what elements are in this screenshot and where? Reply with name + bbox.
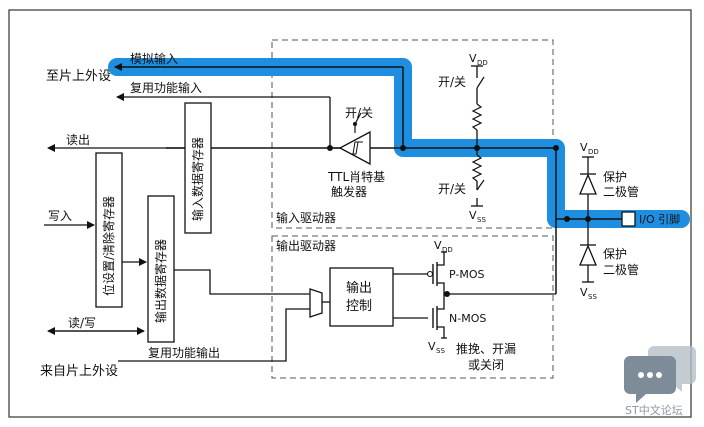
io-pin-label: I/O 引脚 (639, 212, 680, 226)
protection-diode-bottom-icon (579, 219, 597, 283)
forum-watermark: ST中文论坛 (624, 346, 696, 417)
output-data-register (147, 195, 175, 343)
schmitt-trigger-icon (338, 130, 371, 166)
bit-set-reset-register-label: 位设置/清除寄存器 (101, 196, 116, 296)
nmos-label: N-MOS (449, 312, 486, 325)
svg-text:SS: SS (588, 293, 597, 301)
output-control-block (329, 267, 394, 327)
junction-dot (327, 145, 333, 151)
input-driver-box (271, 39, 554, 229)
input-data-register-label: 输入数据寄存器 (190, 137, 205, 221)
protect-diode-bottom-label: 保护 (603, 247, 627, 261)
pulldown-resistor-icon (471, 148, 485, 207)
analog-input-label: 模拟输入 (130, 51, 178, 66)
protect-diode-bottom-label-2: 二极管 (603, 262, 639, 277)
svg-text:V: V (434, 239, 442, 252)
output-driver-box (271, 235, 554, 379)
input-driver-label: 输入驱动器 (276, 210, 336, 225)
svg-text:V: V (469, 209, 477, 222)
svg-text:DD: DD (588, 148, 599, 156)
junction-dot (444, 291, 450, 297)
hysteresis-icon (351, 141, 363, 155)
chat-bubble-icon (624, 356, 676, 403)
protection-diode-top-icon (579, 156, 597, 219)
vss-protect-label: V SS (580, 286, 597, 301)
read-write-label: 读/写 (68, 316, 96, 330)
watermark-text: ST中文论坛 (625, 403, 683, 417)
protect-diode-top-label-2: 二极管 (603, 184, 639, 199)
svg-text:V: V (580, 141, 588, 154)
pmos-transistor-icon (426, 251, 447, 297)
vss-nmos-label: V SS (428, 340, 445, 355)
schmitt-trigger-label: TTL肖特基 (327, 169, 385, 184)
junction-dot (585, 216, 591, 222)
vdd-protect-label: V DD (580, 141, 599, 156)
protect-diode-top-label: 保护 (603, 170, 627, 184)
schmitt-switch-label: 开/关 (345, 106, 373, 120)
write-in-label: 写入 (48, 209, 72, 223)
output-mode-label-2: 或关闭 (468, 358, 504, 372)
vdd-pmos-label: V DD (434, 239, 453, 254)
output-control-label: 输出 (346, 280, 372, 296)
output-mode-label: 推挽、开漏 (456, 342, 516, 356)
output-driver-label: 输出驱动器 (276, 238, 336, 253)
svg-text:SS: SS (477, 216, 486, 224)
svg-text:SS: SS (436, 347, 445, 355)
vdd-pullup-label: V DD (469, 52, 488, 67)
pmos-label: P-MOS (449, 268, 485, 281)
bit-set-reset-register (95, 152, 123, 308)
io-pin-box (621, 211, 636, 227)
pullup-resistor-icon (471, 65, 485, 148)
output-control-label-2: 控制 (346, 299, 372, 314)
alt-func-input-label: 复用功能输入 (130, 80, 202, 95)
svg-text:DD: DD (442, 246, 453, 254)
alt-output-wire (118, 308, 310, 362)
svg-text:DD: DD (477, 59, 488, 67)
switch-pivot (353, 122, 357, 126)
schmitt-trigger-label-2: 触发器 (331, 184, 367, 199)
to-peripheral-label: 至片上外设 (46, 69, 111, 84)
svg-text:V: V (580, 286, 588, 299)
schmitt-switch-icon (354, 112, 362, 125)
from-peripheral-label: 来自片上外设 (40, 364, 118, 379)
output-data-register-label: 输出数据寄存器 (153, 239, 168, 323)
input-data-register (184, 102, 212, 234)
output-mux-icon (309, 288, 323, 318)
svg-text:V: V (469, 52, 477, 65)
diagram-frame (8, 9, 692, 418)
nmos-transistor-icon (432, 297, 447, 339)
vss-pulldown-label: V SS (469, 209, 486, 224)
svg-text:V: V (428, 340, 436, 353)
junction-dot (564, 216, 570, 222)
pullup-switch-label: 开/关 (438, 75, 466, 89)
read-out-label: 读出 (66, 133, 90, 147)
alt-func-output-label: 复用功能输出 (148, 345, 220, 360)
junction-dot (400, 145, 406, 151)
junction-dot (553, 145, 559, 151)
odr-to-mux-wire (174, 269, 310, 295)
pulldown-switch-label: 开/关 (438, 182, 466, 196)
